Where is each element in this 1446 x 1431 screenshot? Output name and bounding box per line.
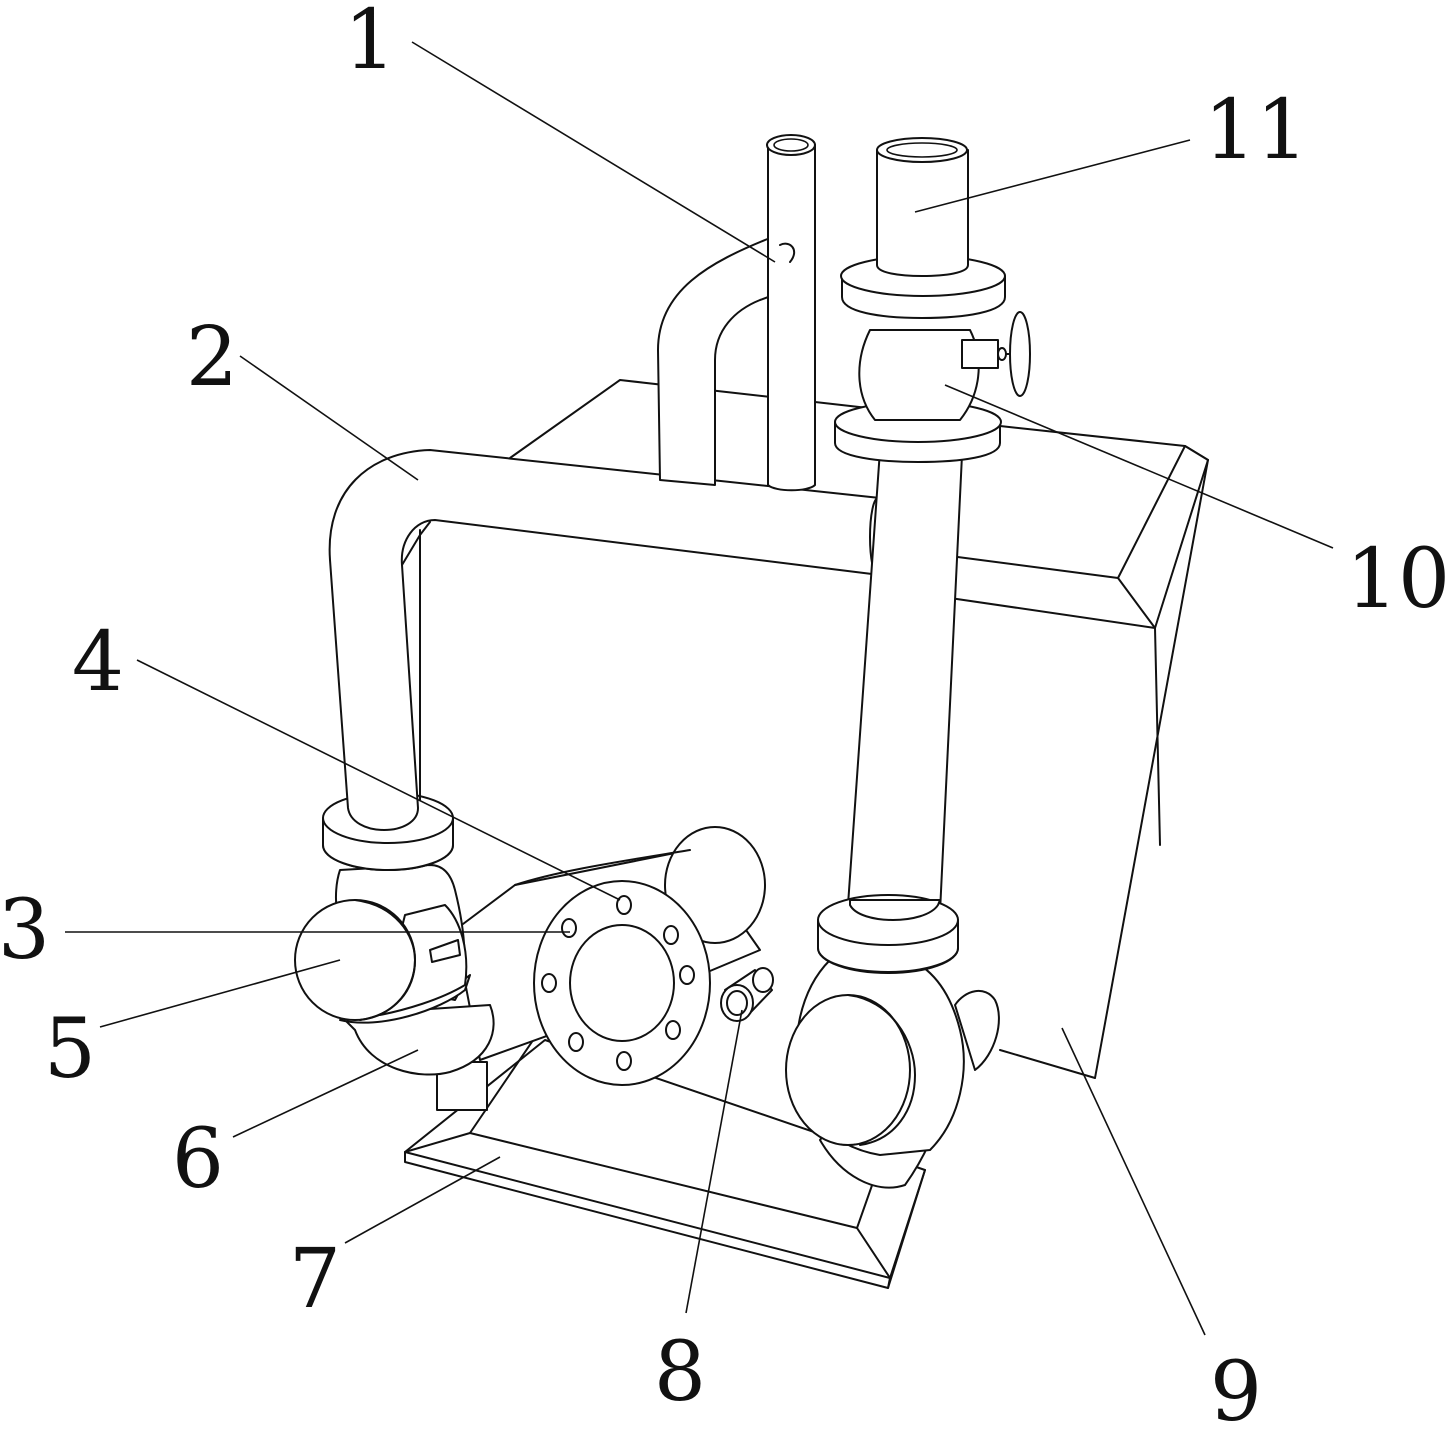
outlet-pipe: [876, 137, 969, 277]
bolt-hole: [616, 1051, 632, 1071]
callout-5: 5: [44, 1002, 96, 1097]
callout-11: 11: [1204, 83, 1308, 178]
bolt-hole: [568, 1032, 584, 1052]
leader-6: [232, 1049, 419, 1138]
small-nozzle: [720, 967, 774, 1022]
bolt-hole: [541, 973, 557, 993]
callout-6: 6: [172, 1112, 224, 1207]
leader-8: [685, 1009, 743, 1314]
valve: [834, 255, 1031, 463]
bolt-hole: [665, 1020, 681, 1040]
flange-with-bolt-holes: [533, 880, 711, 1086]
callout-10: 10: [1346, 532, 1446, 627]
tank-body: [509, 379, 1209, 1079]
bolt-hole: [679, 965, 695, 985]
leader-10: [944, 384, 1334, 549]
leader-2: [239, 355, 419, 481]
left-pump: [294, 864, 495, 1076]
callout-1: 1: [344, 0, 396, 88]
leader-11: [914, 139, 1191, 213]
right-pump: [785, 894, 1000, 1189]
leader-lines: [65, 41, 1334, 1336]
vent-pipe: [657, 134, 816, 492]
bolt-hole: [663, 925, 679, 945]
leader-7: [344, 1156, 501, 1244]
leader-5: [99, 959, 341, 1028]
leader-1: [411, 41, 776, 263]
callout-9: 9: [1210, 1345, 1262, 1431]
callout-7: 7: [289, 1232, 341, 1327]
bolt-hole: [616, 895, 632, 915]
callout-3: 3: [0, 883, 50, 978]
callout-2: 2: [186, 310, 238, 405]
leader-9: [1061, 1027, 1206, 1336]
leader-4: [136, 659, 621, 901]
bolt-hole: [561, 918, 577, 938]
callout-8: 8: [654, 1325, 706, 1420]
callout-4: 4: [72, 615, 124, 710]
left-riser-pipe: [322, 449, 887, 871]
